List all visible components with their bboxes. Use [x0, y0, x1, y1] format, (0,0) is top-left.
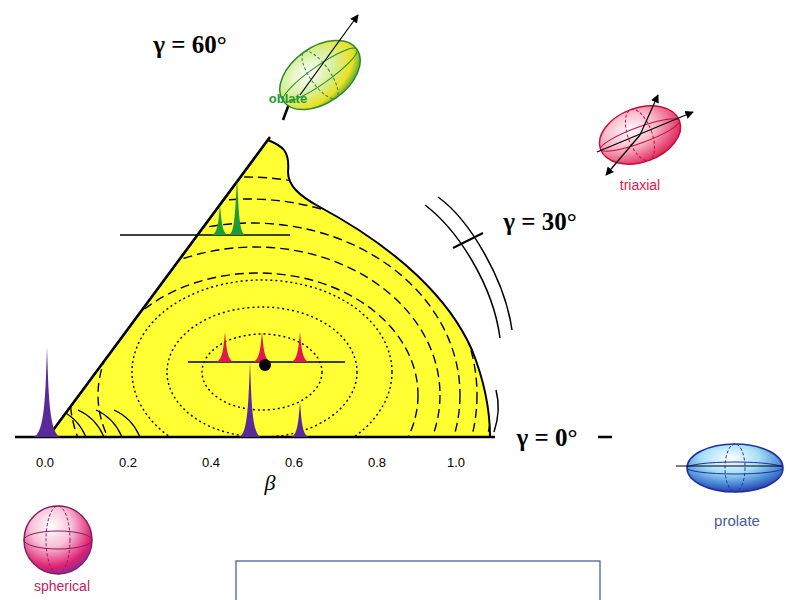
peak [33, 347, 61, 437]
contour-line [44, 223, 460, 567]
contour-line [78, 410, 104, 437]
oblate-axis-arrow [300, 15, 358, 95]
contour-line [98, 273, 418, 517]
peak [291, 402, 309, 437]
gamma-0-leader [598, 436, 612, 439]
outer-contour [438, 197, 512, 330]
gamma-label: γ = 60° [153, 31, 226, 59]
outer-contour [425, 205, 500, 338]
spherical-icon [24, 506, 92, 574]
contour-line [21, 199, 477, 591]
triaxial-icon [591, 95, 688, 174]
contour-line [167, 307, 357, 437]
minimum-dot [259, 359, 271, 371]
empty-frame [236, 561, 600, 600]
triaxial-axis-arrow [606, 135, 640, 175]
shape-name: spherical [34, 579, 90, 594]
peak [229, 177, 245, 235]
axis-label: β [265, 471, 276, 495]
prolate-icon [687, 444, 783, 492]
tick-label: 0.4 [202, 456, 220, 470]
peak [291, 332, 309, 362]
peak [239, 362, 261, 437]
prolate-axis [676, 466, 782, 467]
contour-lines [0, 177, 492, 600]
outer-contour [494, 390, 498, 432]
gamma-60-axis [48, 137, 270, 437]
gamma-30-leader [453, 233, 483, 248]
tick-label: 0.8 [368, 456, 386, 470]
contour-line [114, 410, 140, 437]
tick-label: 0.0 [36, 456, 54, 470]
shape-name: triaxial [620, 178, 660, 193]
peak [216, 332, 234, 362]
peak [212, 205, 228, 235]
contour-line [70, 247, 440, 543]
gamma-label: γ = 30° [503, 208, 576, 236]
shape-name: oblate [269, 92, 307, 106]
contour-line [96, 410, 122, 437]
tick-label: 0.6 [285, 456, 303, 470]
oblate-icon [267, 26, 373, 123]
tick-label: 1.0 [447, 456, 465, 470]
triaxial-axis-arrow [640, 95, 658, 135]
tick-label: 0.2 [119, 456, 137, 470]
contour-line [0, 177, 492, 600]
wavefunction-peaks [33, 177, 309, 437]
shape-name: prolate [714, 513, 760, 530]
triaxial-axis-arrow [597, 112, 693, 152]
energy-surface [48, 140, 490, 437]
peak [253, 332, 271, 362]
gamma-label: γ = 0° [517, 424, 578, 452]
oblate-baseline [120, 234, 290, 236]
